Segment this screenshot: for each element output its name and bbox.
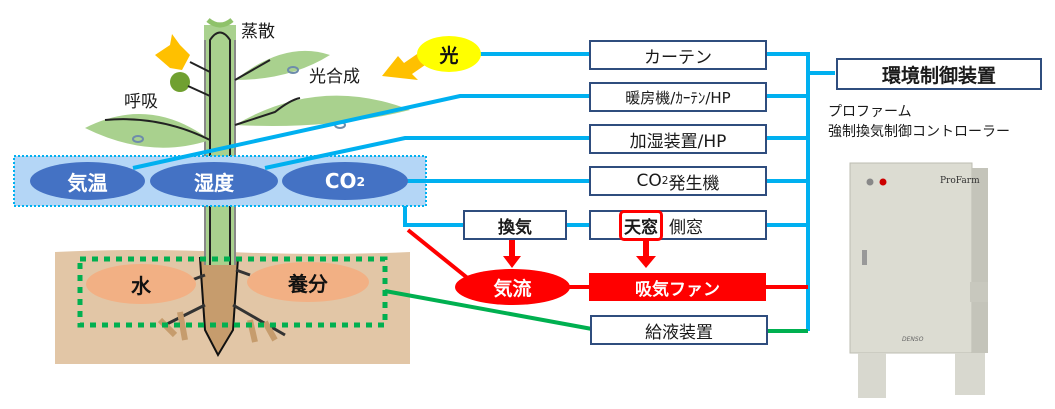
light-arrow: [382, 52, 428, 80]
airflow-ellipse: 気流: [455, 269, 570, 305]
side-window-label: 側窓: [669, 217, 703, 238]
green-connector: [384, 289, 808, 333]
device-curtain[interactable]: カーテン: [589, 40, 767, 70]
light-ellipse: 光: [417, 36, 481, 72]
device-windows[interactable]: 天窓 側窓: [589, 209, 767, 241]
label-photosynthesis: 光合成: [309, 67, 360, 87]
soil-factor-nutrients: 養分: [247, 262, 369, 302]
leaves: [85, 50, 410, 148]
label-respiration: 呼吸: [124, 92, 158, 112]
label-transpiration: 蒸散: [241, 22, 275, 42]
device-nutrient-supply[interactable]: 給液装置: [590, 315, 768, 345]
blue-connectors: [132, 52, 835, 331]
top-window-badge[interactable]: 天窓: [619, 209, 663, 241]
cabinet-maker-logo: DENSO: [902, 336, 924, 343]
bud: [170, 72, 190, 92]
soil-factor-water: 水: [86, 264, 196, 304]
cabinet-brand-logo: ProFarm: [940, 176, 980, 186]
flower-branch: [189, 61, 211, 73]
air-factor-temperature: 気温: [30, 162, 145, 200]
flower: [155, 34, 190, 70]
controller-title-box: 環境制御装置: [836, 58, 1042, 90]
device-ventilation[interactable]: 換気: [463, 210, 567, 240]
bud-branch: [187, 85, 211, 97]
air-factor-humidity: 湿度: [150, 162, 278, 200]
controller-cabinet-image: [849, 162, 988, 398]
controller-product-line2: 強制換気制御コントローラー: [828, 124, 1010, 140]
device-humidifier[interactable]: 加湿装置/HP: [589, 124, 767, 154]
light-label: 光: [439, 44, 459, 67]
device-intake-fan[interactable]: 吸気ファン: [589, 273, 766, 301]
device-heater[interactable]: 暖房機/ｶｰﾃﾝ/HP: [589, 82, 767, 112]
plant-stem: [204, 17, 236, 265]
controller-product-line1: プロファーム: [828, 104, 912, 120]
